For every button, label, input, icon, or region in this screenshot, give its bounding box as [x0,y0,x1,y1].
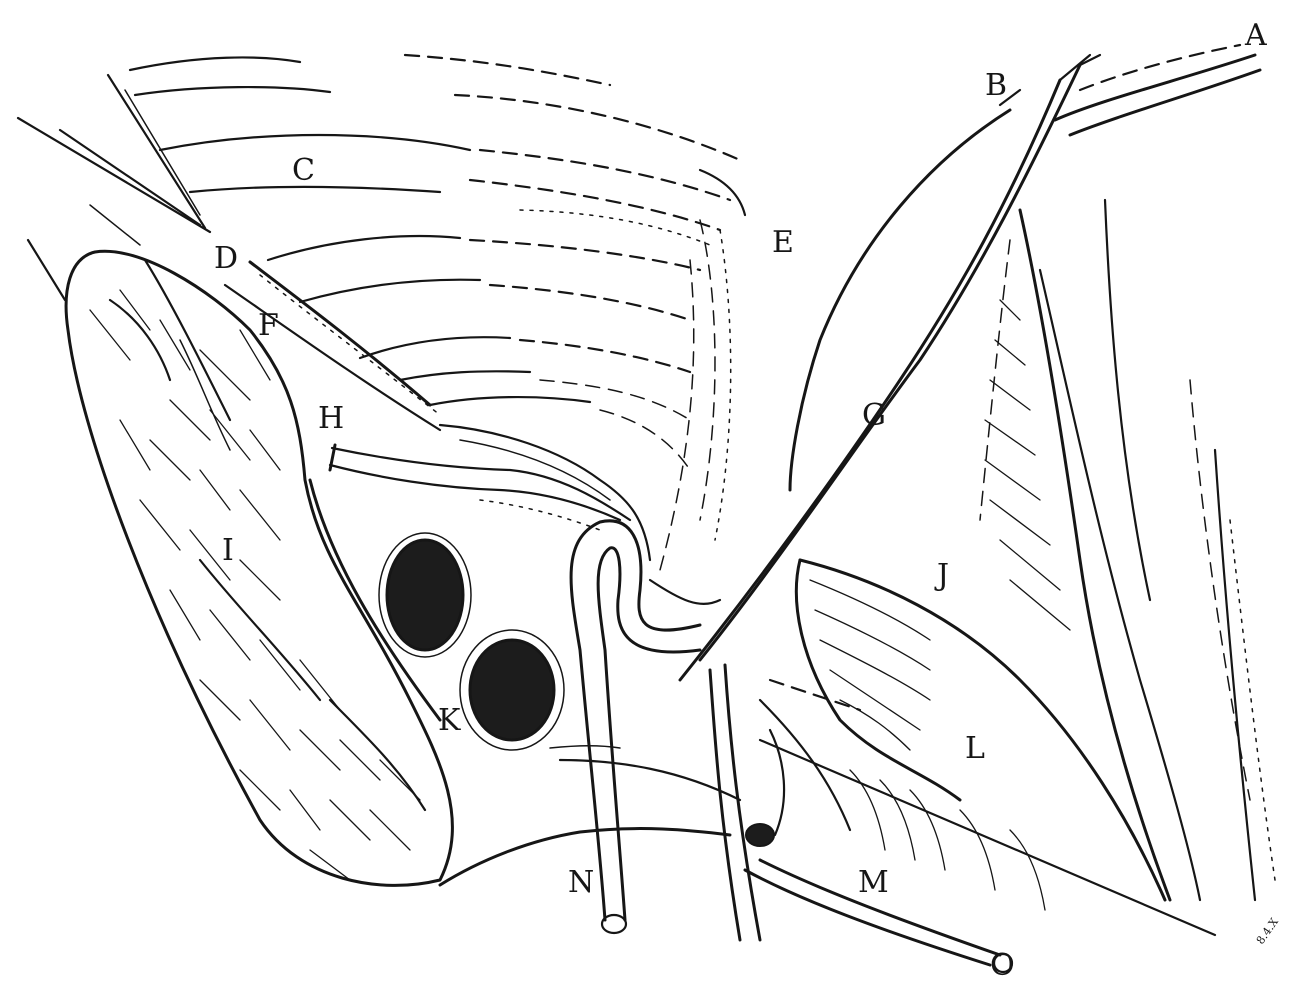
label-f: F [258,308,279,343]
label-m: M [858,865,889,900]
label-l: L [965,731,985,766]
label-i: I [222,533,234,568]
label-h: H [318,401,344,436]
label-c: C [292,153,315,188]
corner-mark: 8.4.X [1254,916,1281,947]
right-muscle-region [760,200,1275,935]
label-a: A [1244,18,1267,53]
nerve-band-g [680,45,1260,680]
label-d: D [214,241,238,276]
label-g: G [862,398,886,433]
label-n: N [568,865,594,900]
oval-lower [470,640,554,740]
label-k: K [438,703,461,738]
structure-k-ovals [379,533,564,750]
label-e: E [772,225,794,260]
label-b: B [985,68,1007,103]
label-j: J [934,558,949,593]
upper-muscle-band [130,55,745,570]
oval-upper [387,540,463,650]
label-o: O [990,948,1015,983]
